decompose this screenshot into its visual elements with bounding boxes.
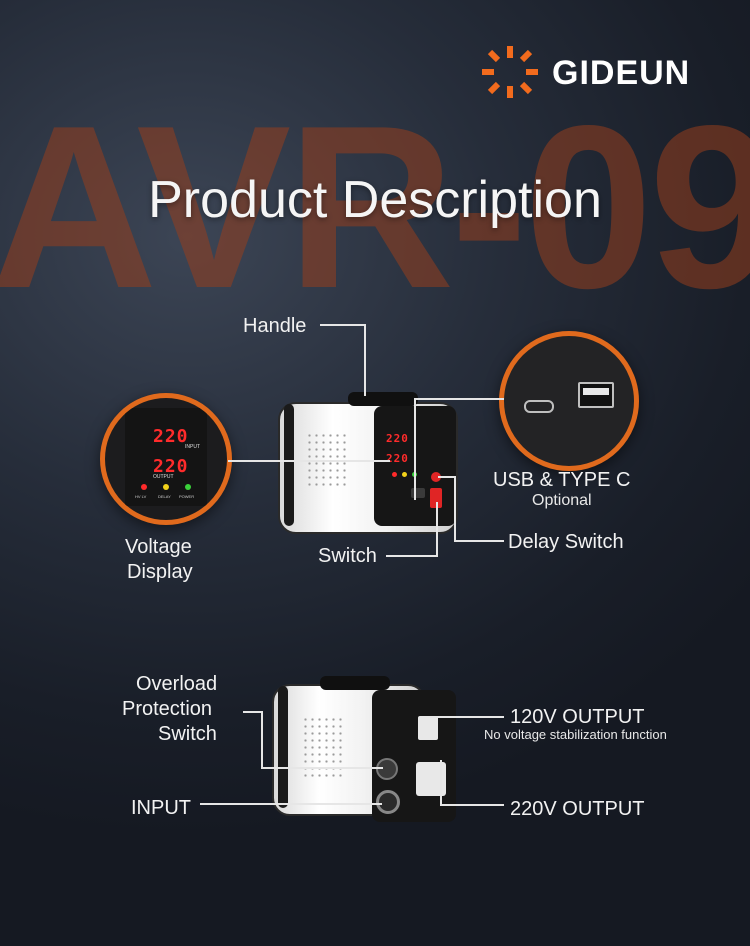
callout-delay-switch: Delay Switch [508,531,624,553]
usb-a-port-icon [578,382,614,408]
usb-port-zoom [499,331,639,471]
carry-handle[interactable] [348,392,418,406]
device-front-view: 220 220 [278,392,458,534]
callout-overload-line1: Overload [136,673,218,695]
hv-lv-indicator [141,484,147,490]
page-title: Product Description [148,171,602,229]
carry-handle-rear[interactable] [320,676,390,690]
delay-indicator [163,484,169,490]
indicator-label-power: POWER [179,494,195,499]
output-120v-socket[interactable] [418,716,438,740]
callout-120v-note: No voltage stabilization function [484,727,667,742]
callout-voltage-display-line2: Display [127,561,193,583]
zoom-output-label: OUTPUT [153,474,174,480]
device-rear-view [272,676,456,832]
sunburst-logo-icon [482,46,538,98]
indicator-label-hvlv: HV LV [135,494,147,499]
brand-logo [478,42,718,102]
indicator-label-delay: DELAY [158,494,171,499]
zoom-output-reading: 220 [153,456,189,477]
zoom-input-label: INPUT [185,444,200,450]
callout-usb-title: USB & TYPE C [493,469,631,491]
delay-knob[interactable] [431,472,441,482]
zoom-input-reading: 220 [153,426,189,447]
voltage-display-zoom: 220 INPUT 220 OUTPUT HV LV DELAY POWER [100,393,232,525]
output-reading: 220 [386,452,409,465]
callout-220v-output: 220V OUTPUT [510,798,645,820]
callout-input: INPUT [131,797,191,819]
overload-protection-button[interactable] [376,758,398,780]
callout-overload-line3: Switch [158,723,217,745]
power-rocker-switch[interactable] [430,488,442,508]
callout-usb-note: Optional [532,492,592,509]
usb-c-port-icon [524,400,554,413]
input-socket[interactable] [376,790,400,814]
input-reading: 220 [386,432,409,445]
model-watermark: AVR-09 [0,78,750,337]
callout-voltage-display-line1: Voltage [125,536,192,558]
power-indicator [185,484,191,490]
callout-120v-output: 120V OUTPUT [510,706,645,728]
callout-overload-line2: Protection [122,698,213,720]
brand-name: GIDEUN [552,54,691,92]
callout-handle: Handle [243,315,307,337]
callout-switch: Switch [318,545,377,567]
